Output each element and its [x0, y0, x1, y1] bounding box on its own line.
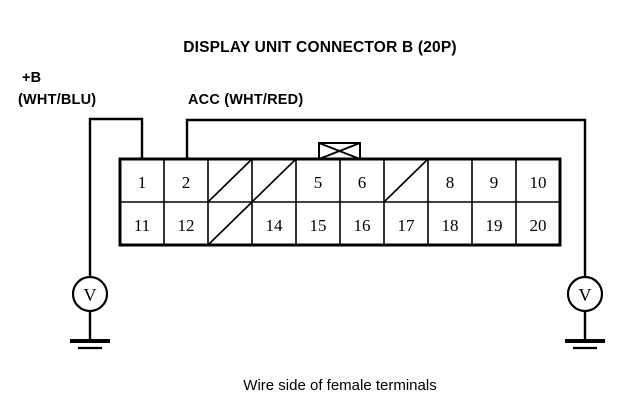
pin-cell-11: 11	[134, 216, 150, 235]
pin-cell-19: 19	[486, 216, 503, 235]
pin-cell-1: 1	[138, 173, 147, 192]
voltmeter-left-symbol: V	[84, 285, 97, 305]
slash-top-7	[384, 159, 428, 202]
pin-cell-12: 12	[178, 216, 195, 235]
slash-top-3	[208, 159, 252, 202]
voltmeter-right: V	[565, 275, 605, 350]
locking-tab-icon	[318, 142, 361, 160]
connector-grid	[118, 157, 562, 247]
plus-b-label-line2: (WHT/BLU)	[18, 92, 96, 108]
voltmeter-left: V	[70, 275, 110, 350]
pin-numbers-bottom-row: 11 12 14 15 16 17 18 19 20	[134, 216, 547, 235]
pin-cell-8: 8	[446, 173, 455, 192]
pin-numbers-top-row: 1 2 5 6 8 9 10	[138, 173, 547, 192]
pin-cell-18: 18	[442, 216, 459, 235]
caption: Wire side of female terminals	[243, 377, 436, 394]
pin-cell-5: 5	[314, 173, 323, 192]
pin-cell-9: 9	[490, 173, 499, 192]
page-title: DISPLAY UNIT CONNECTOR B (20P)	[183, 39, 457, 56]
pin-cell-20: 20	[530, 216, 547, 235]
pin-cell-2: 2	[182, 173, 191, 192]
pin-cell-17: 17	[398, 216, 416, 235]
pin-cell-6: 6	[358, 173, 367, 192]
pin-cell-15: 15	[310, 216, 327, 235]
pin-cell-10: 10	[530, 173, 547, 192]
slash-bottom-13	[208, 202, 252, 245]
slash-top-4	[252, 159, 296, 202]
acc-label: ACC (WHT/RED)	[188, 92, 303, 108]
wire-plus-b	[88, 117, 144, 277]
unused-pin-slashes	[208, 159, 428, 245]
pin-cell-16: 16	[354, 216, 371, 235]
plus-b-label-line1: +B	[22, 70, 41, 86]
wire-acc	[185, 118, 587, 277]
voltmeter-right-symbol: V	[579, 285, 592, 305]
pin-cell-14: 14	[266, 216, 284, 235]
